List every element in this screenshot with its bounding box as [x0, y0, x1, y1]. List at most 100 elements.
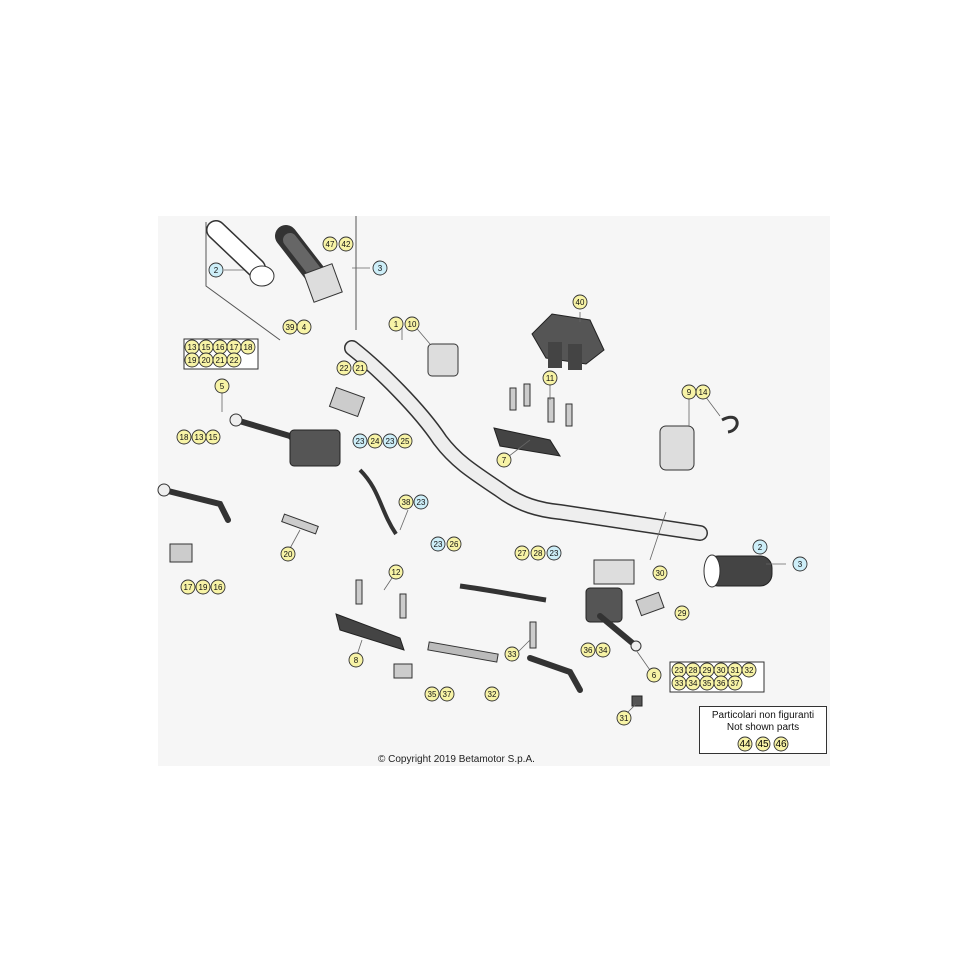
- callout-c47: 47: [322, 236, 338, 252]
- callout-c32-label: 32: [488, 690, 497, 699]
- callout-c23a-label: 23: [356, 437, 365, 446]
- not-shown-part-2-label: 46: [775, 739, 787, 750]
- right-group-part-6-label: 33: [675, 679, 684, 688]
- callout-c9: 9: [681, 384, 697, 400]
- callout-c12: 12: [388, 564, 404, 580]
- callout-c38-label: 38: [402, 498, 411, 507]
- callout-c39: 39: [282, 319, 298, 335]
- right-group-part-8: 35: [699, 675, 715, 691]
- switch-clamp: [427, 343, 459, 377]
- callout-c6-circle: [646, 667, 662, 683]
- left-group-part-6: 20: [198, 352, 214, 368]
- not-shown-part-1-circle: [755, 736, 771, 752]
- lower-bar-clamp: [335, 579, 407, 651]
- callout-c11: 11: [542, 370, 558, 386]
- callout-c8-label: 8: [354, 656, 359, 665]
- callout-c7: 7: [496, 452, 512, 468]
- callout-c1-circle: [388, 316, 404, 332]
- callout-c40: 40: [572, 294, 588, 310]
- callout-c32: 32: [484, 686, 500, 702]
- clutch-lever: [229, 413, 341, 467]
- right-group-part-2: 29: [699, 662, 715, 678]
- callout-c2a-label: 2: [214, 266, 219, 275]
- right-group-part-10-label: 37: [731, 679, 740, 688]
- callout-c8: 8: [348, 652, 364, 668]
- callout-c38: 38: [398, 494, 414, 510]
- right-group-part-5-label: 32: [745, 666, 754, 675]
- right-group-part-3-label: 30: [717, 666, 726, 675]
- left-group-part-5: 19: [184, 352, 200, 368]
- callout-c15b-circle: [205, 429, 221, 445]
- callout-c34-label: 34: [599, 646, 608, 655]
- right-group-part-5: 32: [741, 662, 757, 678]
- callout-c19: 19: [195, 579, 211, 595]
- callout-c23a-circle: [352, 433, 368, 449]
- copyright-text: © Copyright 2019 Betamotor S.p.A.: [378, 754, 535, 765]
- note-line-english: Not shown parts: [726, 722, 800, 733]
- callout-c3a-label: 3: [378, 264, 383, 273]
- callout-c19-label: 19: [199, 583, 208, 592]
- left-group-part-3: 17: [226, 339, 242, 355]
- right-group-part-4-label: 31: [731, 666, 740, 675]
- callout-c15b: 15: [205, 429, 221, 445]
- callout-c32-circle: [484, 686, 500, 702]
- right-group-part-0: 23: [671, 662, 687, 678]
- callout-c10-label: 10: [408, 320, 417, 329]
- callout-c12-circle: [388, 564, 404, 580]
- callout-c2b-circle: [752, 539, 768, 555]
- callout-c24: 24: [367, 433, 383, 449]
- callout-c17: 17: [180, 579, 196, 595]
- callout-c23a: 23: [352, 433, 368, 449]
- clamp-bolts: [509, 383, 573, 427]
- callout-c2b: 2: [752, 539, 768, 555]
- callout-c24-label: 24: [371, 437, 380, 446]
- callout-c30-label: 30: [656, 569, 665, 578]
- callout-c23b-label: 23: [386, 437, 395, 446]
- callout-c14-label: 14: [699, 388, 708, 397]
- callout-c33-label: 33: [508, 650, 517, 659]
- callout-c4-circle: [296, 319, 312, 335]
- right-group-part-9-label: 36: [717, 679, 726, 688]
- hot-start-lever: [157, 483, 231, 563]
- handlebar-pad: [531, 313, 605, 370]
- callout-c5-circle: [214, 378, 230, 394]
- callout-c23e-circle: [546, 545, 562, 561]
- callout-c14-circle: [695, 384, 711, 400]
- callout-c22-label: 22: [340, 364, 349, 373]
- callout-c42-circle: [338, 236, 354, 252]
- callout-c18-circle: [176, 429, 192, 445]
- callout-c33: 33: [504, 646, 520, 662]
- left-group-part-2-label: 16: [216, 343, 225, 352]
- left-group-part-1-label: 15: [202, 343, 211, 352]
- callout-c31-circle: [616, 710, 632, 726]
- callout-c13b: 13: [191, 429, 207, 445]
- callout-c7-circle: [496, 452, 512, 468]
- left-group-part-0-label: 13: [188, 343, 197, 352]
- callout-c3b-label: 3: [798, 560, 803, 569]
- rear-brake-lever: [527, 655, 583, 693]
- callout-c27-circle: [514, 545, 530, 561]
- callout-c6-label: 6: [652, 671, 657, 680]
- left-group-part-8-label: 22: [230, 356, 239, 365]
- callout-c23b: 23: [382, 433, 398, 449]
- lever-bolt: [529, 621, 537, 649]
- right-group-part-5-circle: [741, 662, 757, 678]
- callout-c26-circle: [446, 536, 462, 552]
- callout-c47-label: 47: [326, 240, 335, 249]
- callout-c21-circle: [352, 360, 368, 376]
- callout-c28-label: 28: [534, 549, 543, 558]
- callout-c28: 28: [530, 545, 546, 561]
- callout-c23d-label: 23: [434, 540, 443, 549]
- callout-c47-circle: [322, 236, 338, 252]
- adjuster-screw: [281, 513, 319, 535]
- callout-c2a-circle: [208, 262, 224, 278]
- callout-c37-circle: [439, 686, 455, 702]
- callout-c21: 21: [352, 360, 368, 376]
- callout-c27-label: 27: [518, 549, 527, 558]
- grip-inset-frame: [205, 216, 357, 341]
- right-group-part-8-label: 35: [703, 679, 712, 688]
- callout-c7-label: 7: [502, 456, 507, 465]
- callout-c25: 25: [397, 433, 413, 449]
